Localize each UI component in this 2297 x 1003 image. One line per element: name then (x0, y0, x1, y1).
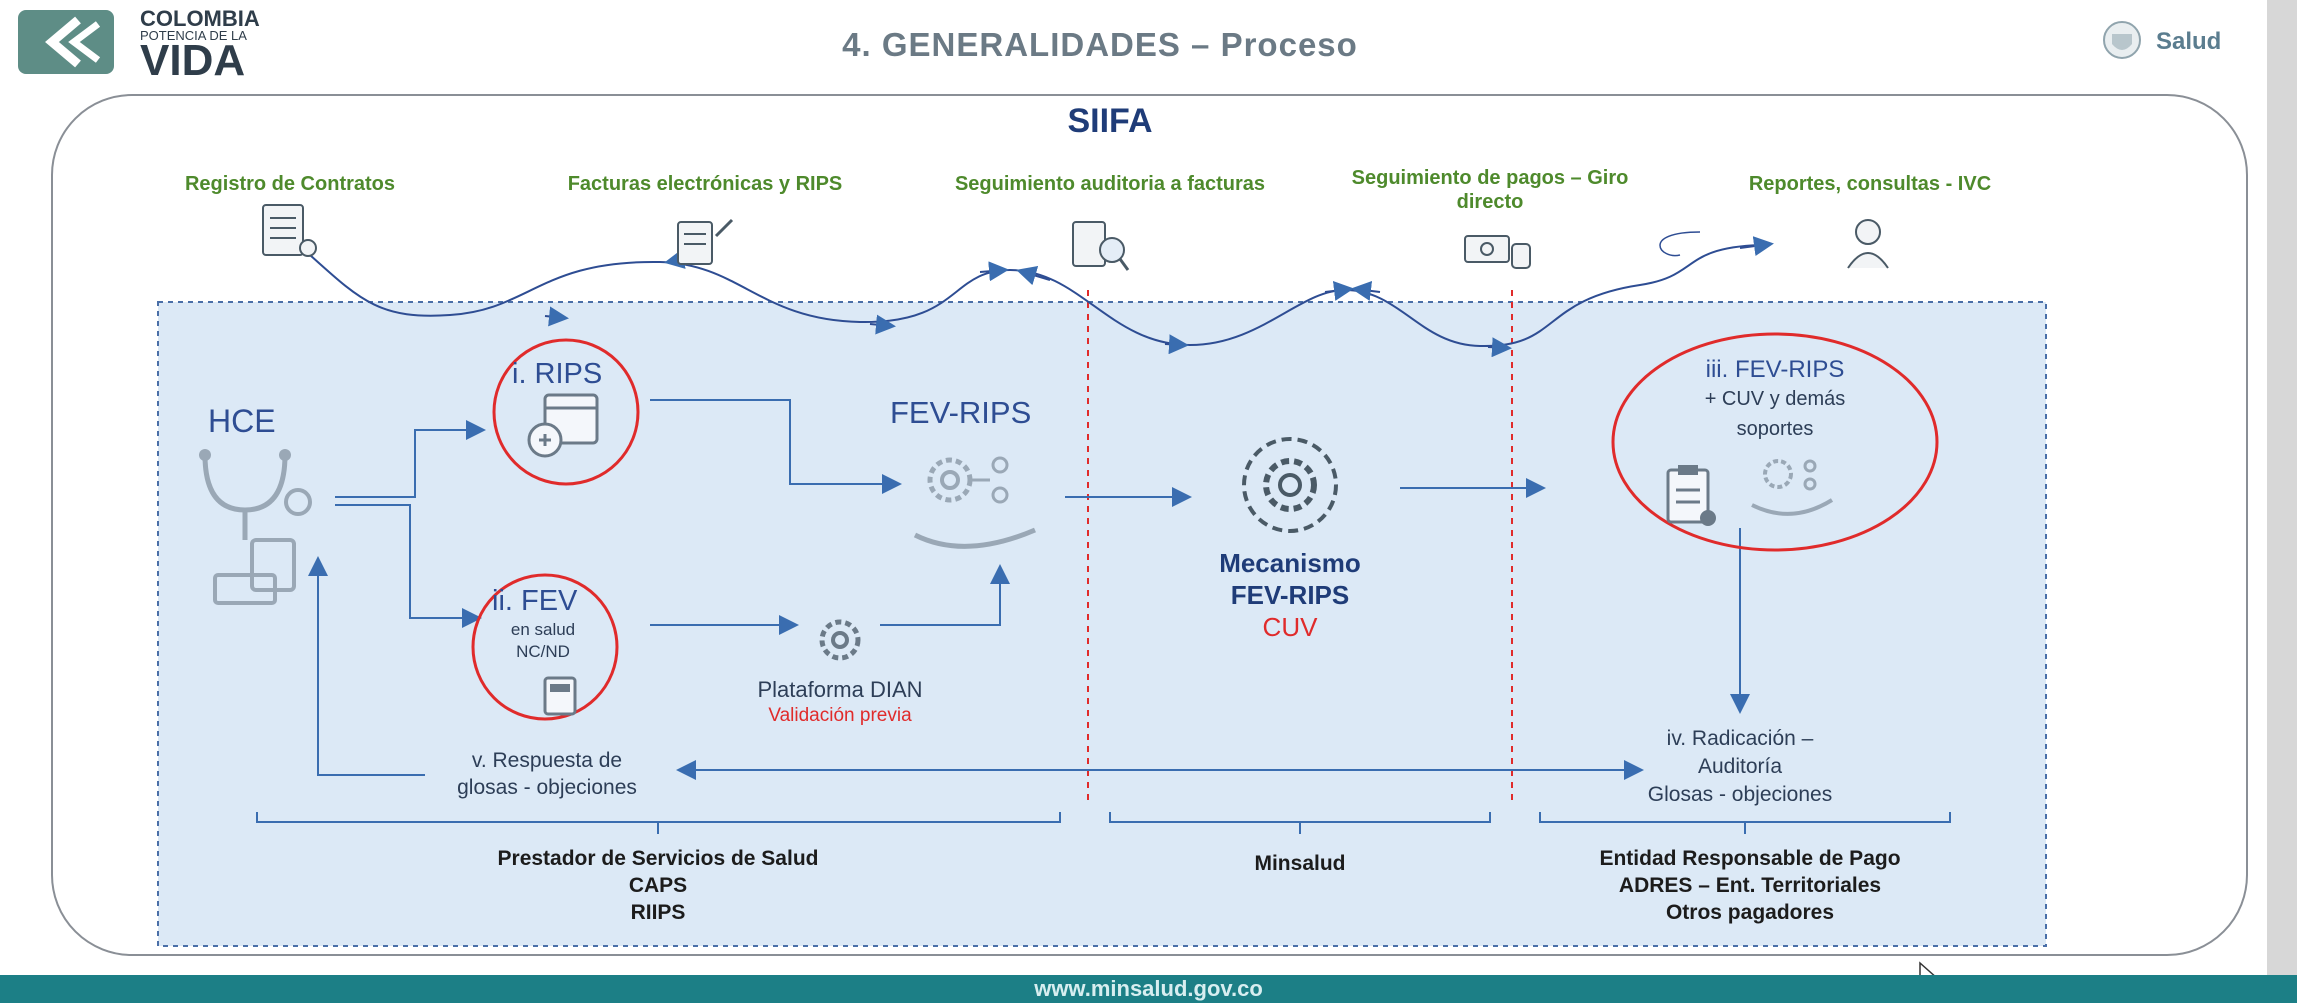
system-title: SIIFA (1067, 102, 1153, 140)
fev-rips-cuv-line-2: + CUV y demás (1704, 388, 1846, 410)
contract-document-icon (262, 204, 317, 257)
gear-hand-small-icon (1751, 459, 1834, 516)
dian-gear-icon (819, 619, 861, 661)
respuesta-line-2: glosas - objeciones (457, 776, 637, 799)
ministry-label: Salud (2156, 28, 2222, 55)
fev-rips-cuv-line-1: iii. FEV-RIPS (1705, 356, 1845, 383)
dian-label: Plataforma DIAN (757, 677, 923, 702)
mechanism-line-1: Mecanismo (1219, 548, 1361, 578)
top-service-label: Seguimiento de pagos – Giro directo (1351, 167, 1629, 213)
actor-provider-line-2: CAPS (628, 874, 688, 897)
calculator-icon (543, 676, 577, 716)
rips-step-label: i. RIPS (512, 358, 603, 390)
actor-payer-line-1: Entidad Responsable de Pago (1599, 847, 1901, 870)
slide-title: 4. GENERALIDADES – Proceso (842, 26, 1358, 63)
actor-minsalud: Minsalud (1170, 850, 1430, 877)
top-service-label: Registro de Contratos (184, 173, 396, 195)
brand-line-2: POTENCIA DE LA (140, 28, 247, 43)
actor-provider: Prestador de Servicios de Salud CAPS RII… (408, 845, 908, 926)
footer-bar (0, 975, 2297, 1003)
mechanism-line-3: CUV (1262, 612, 1318, 642)
fev-step-sub1: en salud (510, 620, 576, 639)
actor-payer: Entidad Responsable de Pago ADRES – Ent.… (1500, 845, 2000, 926)
dian-sublabel: Validación previa (768, 705, 912, 726)
brand-line-1: COLOMBIA (140, 6, 260, 31)
actor-provider-line-3: RIIPS (630, 901, 686, 924)
medical-equipment-icon (199, 449, 312, 605)
siifa-frame (51, 94, 2248, 956)
radicacion-line-1: iv. Radicación – (1666, 727, 1814, 750)
calendar-health-icon (527, 393, 599, 458)
person-report-icon (1847, 219, 1889, 269)
radicacion-line-3: Glosas - objeciones (1647, 783, 1833, 806)
actor-payer-line-3: Otros pagadores (1665, 901, 1835, 924)
footer-url-link[interactable]: www.minsalud.gov.co (1034, 976, 1263, 1001)
fev-step-label: ii. FEV (492, 585, 578, 617)
top-service-label: Reportes, consultas - IVC (1748, 173, 1992, 195)
money-coins-icon (1464, 235, 1531, 269)
actor-minsalud-line-1: Minsalud (1254, 852, 1346, 875)
mechanism-line-2: FEV-RIPS (1230, 580, 1350, 610)
radicacion-line-2: Auditoría (1697, 755, 1783, 778)
top-service-label: Seguimiento auditoria a facturas (954, 173, 1266, 195)
invoice-sign-icon (677, 218, 734, 265)
colombia-logo (18, 10, 114, 74)
clipboard-check-icon (1666, 465, 1716, 526)
coat-of-arms-icon (2103, 21, 2141, 59)
right-edge-strip (2267, 0, 2297, 975)
actor-provider-line-1: Prestador de Servicios de Salud (497, 847, 819, 870)
fev-rips-label: FEV-RIPS (890, 395, 1032, 430)
respuesta-line-1: v. Respuesta de (471, 749, 623, 772)
actor-payer-line-2: ADRES – Ent. Territoriales (1618, 874, 1882, 897)
fev-rips-cuv-line-3: soportes (1736, 418, 1814, 440)
gear-hand-icon (913, 456, 1036, 549)
top-service-label: Facturas electrónicas y RIPS (567, 173, 843, 195)
brand-line-3: VIDA (140, 36, 246, 85)
mechanism-gear-icon (1242, 437, 1338, 533)
hce-label: HCE (208, 403, 276, 439)
fev-step-sub2: NC/ND (516, 642, 570, 661)
audit-magnifier-icon (1072, 221, 1130, 271)
